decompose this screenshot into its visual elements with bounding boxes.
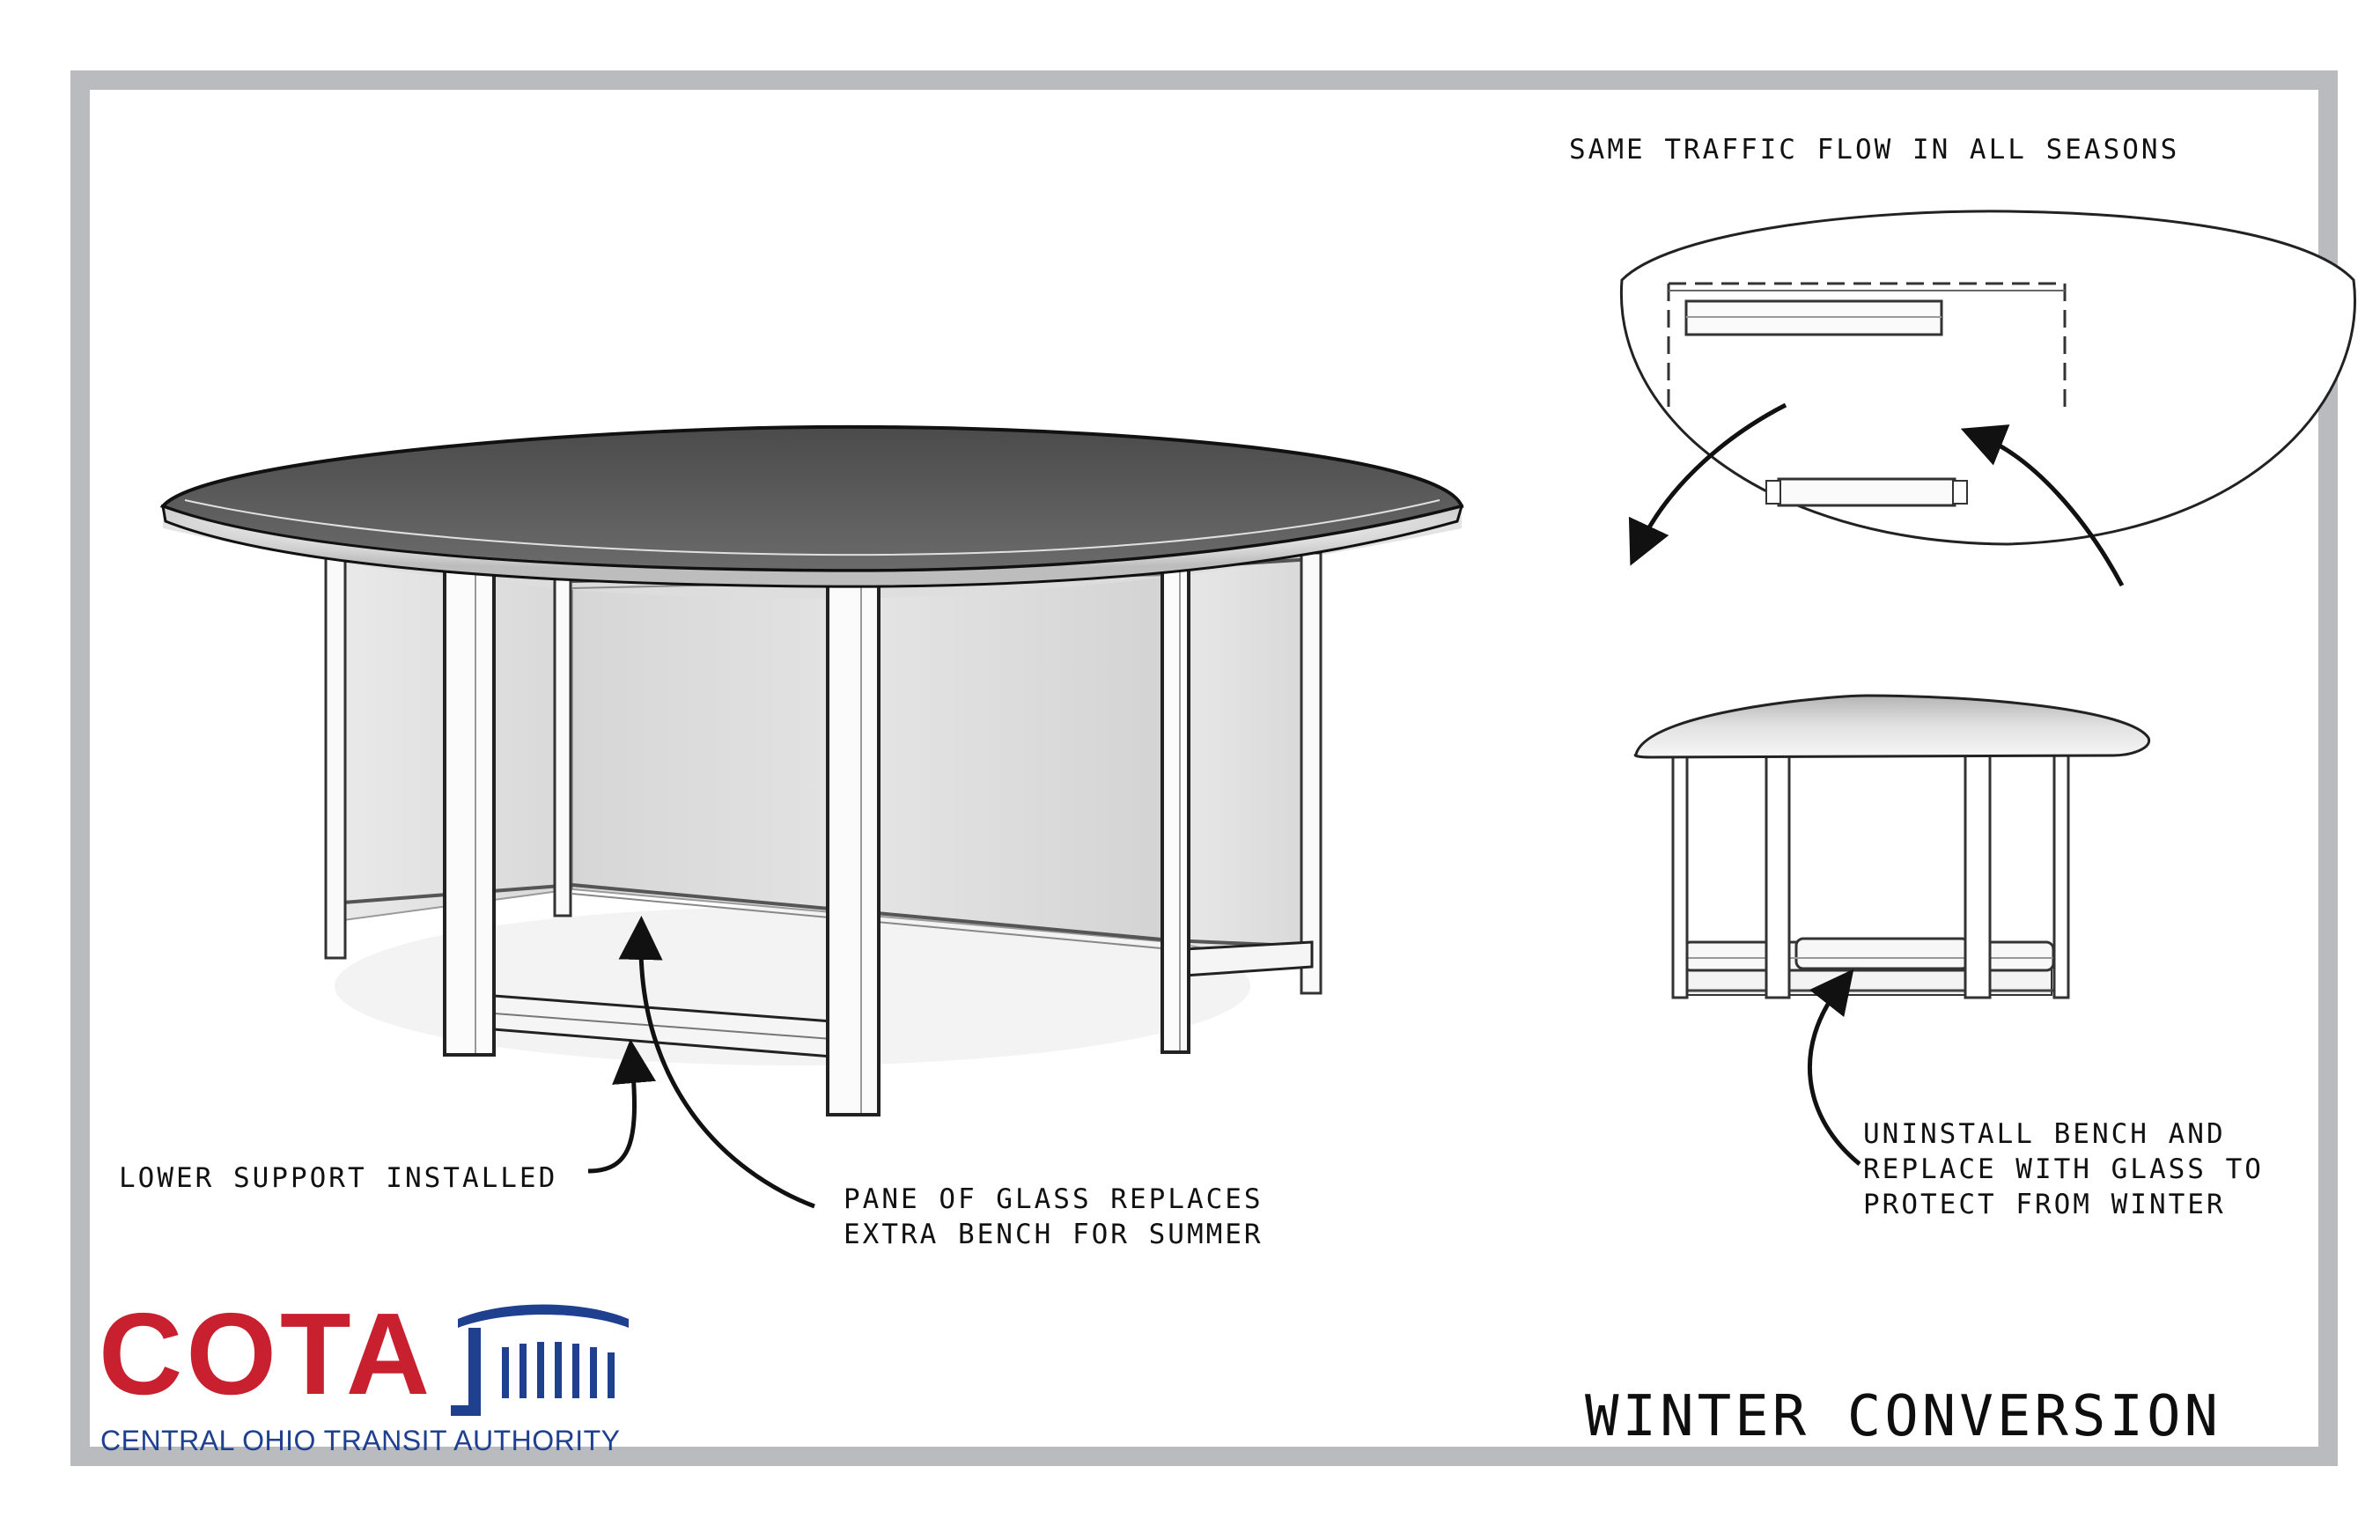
traffic-flow-label: SAME TRAFFIC FLOW IN ALL SEASONS: [1569, 134, 2180, 166]
logo-wordmark: COTA: [99, 1289, 434, 1418]
bench-winter-line-3: PROTECT FROM WINTER: [1863, 1189, 2226, 1220]
arrow-bench-winter-icon: [1807, 969, 1861, 1166]
shelter-perspective-icon: [159, 424, 1464, 1116]
glass-summer-label: PANE OF GLASS REPLACES EXTRA BENCH FOR S…: [844, 1182, 1264, 1252]
traffic-arrow-in-icon: [1960, 424, 2125, 587]
logo-subtitle: CENTRAL OHIO TRANSIT AUTHORITY: [100, 1425, 621, 1456]
sheet-title: WINTER CONVERSION: [1585, 1384, 2222, 1449]
glass-summer-line-2: EXTRA BENCH FOR SUMMER: [844, 1219, 1264, 1250]
arrow-glass-pane-icon: [618, 916, 815, 1209]
capitol-dome-icon: [451, 1304, 629, 1416]
cota-logo: COTA CENTRAL OHIO TRANSIT AUTHORITY: [99, 1293, 645, 1469]
glass-summer-line-1: PANE OF GLASS REPLACES: [844, 1183, 1264, 1215]
bench-winter-label: UNINSTALL BENCH AND REPLACE WITH GLASS T…: [1863, 1116, 2264, 1222]
traffic-arrow-out-icon: [1628, 402, 1787, 566]
bench-winter-line-1: UNINSTALL BENCH AND: [1863, 1118, 2226, 1150]
shelter-plan-icon: [1619, 210, 2356, 546]
lower-support-label: LOWER SUPPORT INSTALLED: [119, 1162, 558, 1194]
arrow-lower-support-icon: [587, 1039, 656, 1174]
shelter-elevation-icon: [1633, 694, 2151, 999]
bench-winter-line-2: REPLACE WITH GLASS TO: [1863, 1153, 2264, 1185]
